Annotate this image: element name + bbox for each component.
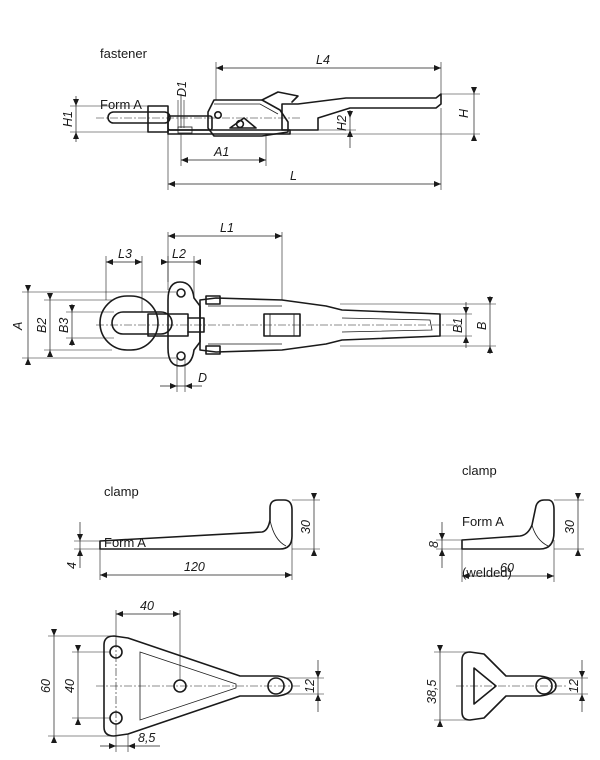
- dim-L1: L1: [220, 221, 234, 235]
- clamp-welded-dim-plate-height: 38,5: [425, 680, 439, 704]
- fastener-title: fastener: [100, 46, 147, 61]
- clamp-dim-offset: 8,5: [138, 731, 155, 745]
- clamp-welded-dim-length: 60: [500, 561, 514, 575]
- dim-A: A: [11, 322, 25, 331]
- dim-B1: B1: [451, 318, 465, 333]
- clamp-welded-side-view: 30 8 60: [427, 493, 584, 582]
- dim-L: L: [290, 169, 297, 183]
- fastener-caption: fastener Form A: [100, 11, 147, 130]
- clamp-welded-title: clamp: [462, 463, 497, 478]
- dim-B2: B2: [35, 318, 49, 333]
- clamp-dim-thickness: 4: [65, 562, 79, 569]
- clamp-welded-dim-tab-width: 12: [567, 679, 581, 693]
- clamp-dim-height: 30: [299, 520, 313, 534]
- clamp-welded-dim-thickness: 8: [427, 541, 441, 548]
- dim-A1: A1: [213, 145, 229, 159]
- clamp-side-view: 30 4 120: [65, 493, 320, 580]
- dim-D1: D1: [175, 81, 189, 97]
- dim-H: H: [457, 108, 471, 118]
- dim-B: B: [475, 322, 489, 330]
- clamp-dim-tab-width: 12: [303, 679, 317, 693]
- clamp-top-view: 40 60 40 12 8,5: [39, 599, 324, 752]
- dim-H1: H1: [61, 111, 75, 127]
- clamp-dim-plate-height: 60: [39, 679, 53, 693]
- clamp-title: clamp: [104, 484, 139, 499]
- clamp-dim-plate-width: 40: [140, 599, 154, 613]
- clamp-welded-dim-height: 30: [563, 520, 577, 534]
- clamp-dim-length: 120: [184, 560, 205, 574]
- dim-L3: L3: [118, 247, 132, 261]
- dim-L2: L2: [172, 247, 186, 261]
- dim-B3: B3: [57, 318, 71, 333]
- clamp-welded-form: Form A: [462, 514, 504, 529]
- dim-H2: H2: [335, 115, 349, 131]
- clamp-welded-top-view: 38,5 12: [425, 645, 588, 727]
- fastener-form: Form A: [100, 97, 142, 112]
- fastener-side-view: D1 H1 L4 H H2 A1: [61, 53, 480, 190]
- clamp-dim-hole-spacing: 40: [63, 679, 77, 693]
- dim-D: D: [198, 371, 207, 385]
- fastener-top-view: L1 L3 L2 A B2 B3: [11, 221, 496, 392]
- dim-L4: L4: [316, 53, 330, 67]
